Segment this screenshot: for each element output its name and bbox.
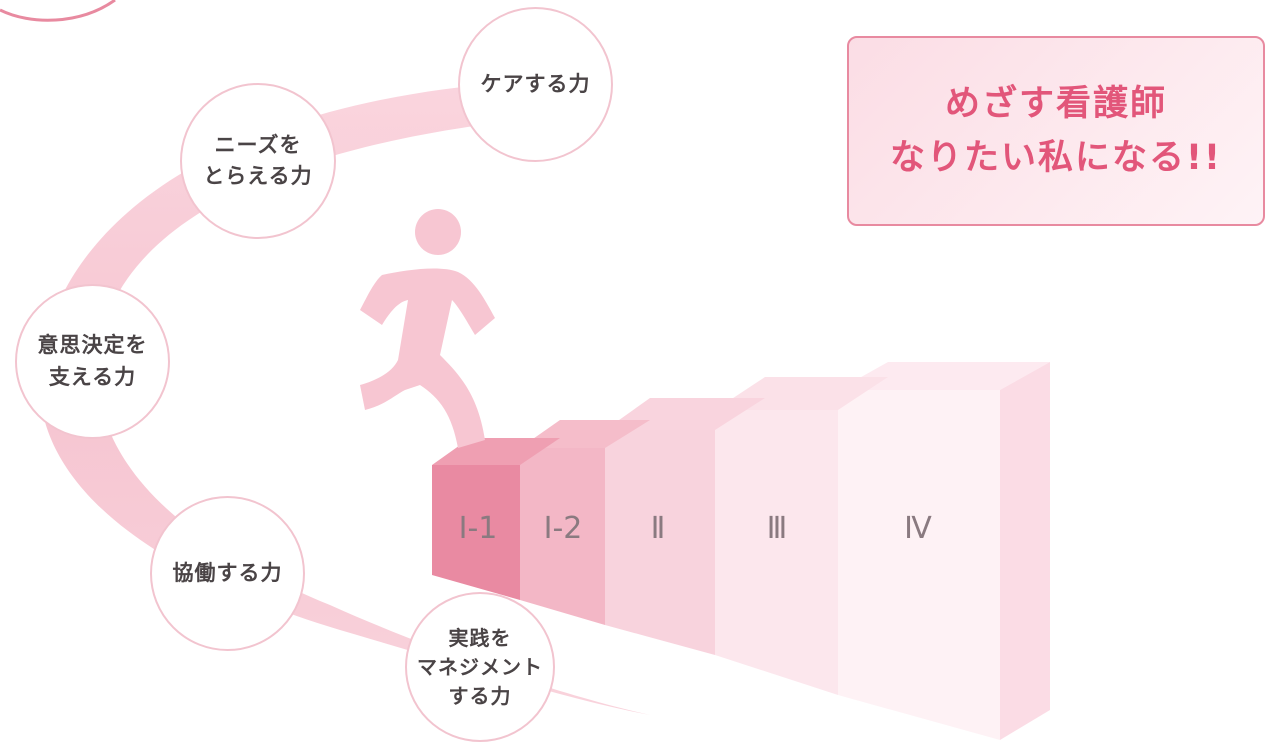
level-label-3: Ⅲ — [767, 511, 788, 546]
level-staircase — [432, 362, 1050, 740]
level-label-2: Ⅱ — [651, 511, 666, 546]
skill-management-line1: 実践を — [448, 625, 512, 650]
goal-line2: なりたい私になる!! — [890, 138, 1222, 178]
level-label-4: Ⅳ — [904, 511, 932, 546]
skill-management: 実践を マネジメント する力 — [405, 592, 555, 742]
corner-circle-fragment — [0, 0, 116, 22]
level-label-1-1: Ⅰ-1 — [459, 511, 498, 546]
skill-needs: ニーズを とらえる力 — [180, 83, 336, 239]
skill-collaboration: 協働する力 — [150, 496, 305, 651]
skill-decision-line1: 意思決定を — [37, 333, 148, 357]
skill-care-label: ケアする力 — [480, 71, 591, 96]
skill-management-line2: マネジメント — [417, 654, 543, 679]
skill-decision: 意思決定を 支える力 — [15, 284, 170, 439]
skill-decision-line2: 支える力 — [48, 364, 137, 389]
skill-needs-line2: とらえる力 — [203, 164, 313, 188]
skill-care: ケアする力 — [458, 7, 613, 162]
goal-line1: めざす看護師 — [944, 83, 1167, 124]
skill-needs-line1: ニーズを — [214, 132, 302, 157]
level-label-1-2: Ⅰ-2 — [544, 511, 583, 546]
step-block-4 — [838, 362, 1050, 740]
step-block-3 — [715, 377, 888, 695]
skill-collaboration-label: 協働する力 — [172, 560, 283, 585]
goal-box: めざす看護師 なりたい私になる!! — [847, 36, 1265, 226]
skill-management-line3: する力 — [448, 683, 512, 708]
runner-icon — [360, 209, 495, 448]
